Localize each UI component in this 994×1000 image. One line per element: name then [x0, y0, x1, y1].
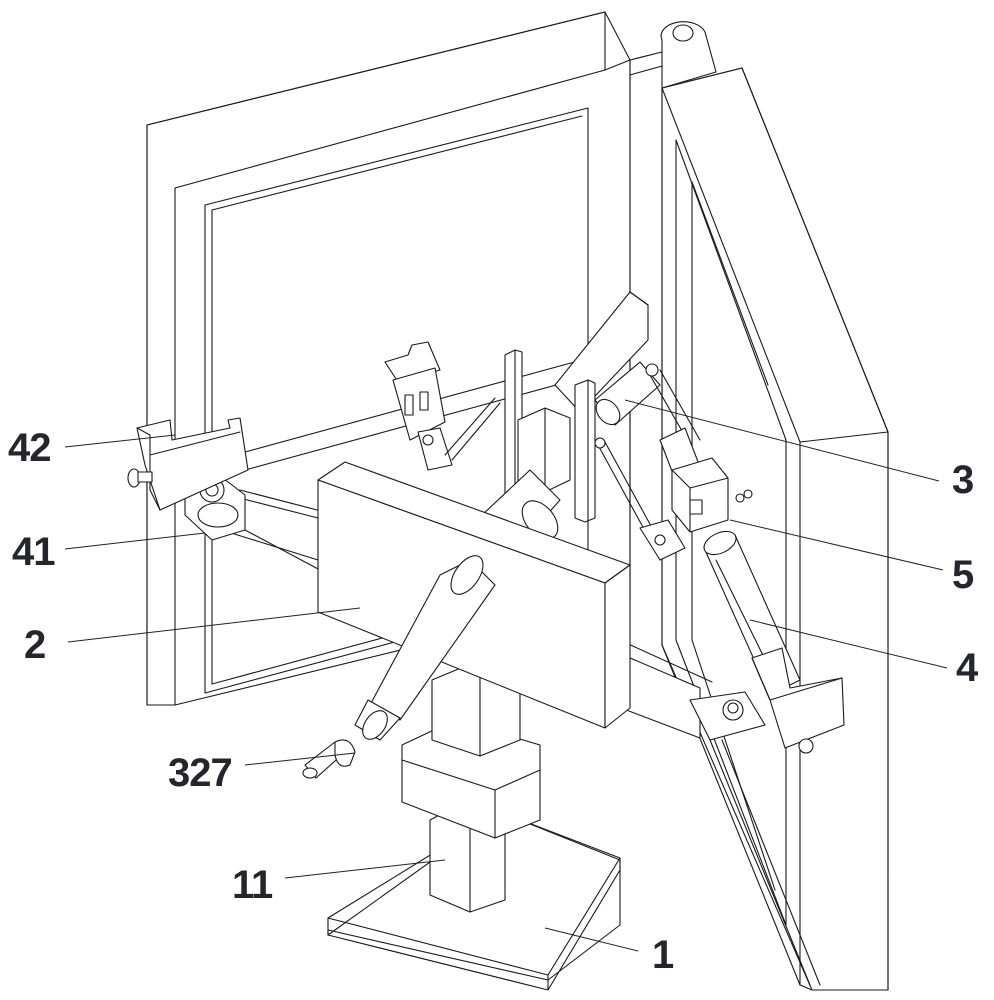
column-and-base — [327, 659, 621, 991]
leader-2 — [67, 607, 361, 643]
label-4: 4 — [956, 646, 978, 690]
leader-3 — [624, 399, 940, 482]
left-frame-clamp — [127, 417, 249, 511]
leader-327 — [244, 752, 356, 766]
label-42: 42 — [8, 426, 51, 470]
handle-tube — [302, 555, 496, 779]
label-41: 41 — [12, 530, 55, 574]
label-1: 1 — [652, 933, 674, 977]
clamp-block — [671, 457, 753, 533]
label-11: 11 — [232, 863, 273, 907]
label-327: 327 — [168, 751, 233, 795]
leader-5 — [729, 519, 944, 571]
leader-lines — [64, 399, 948, 952]
leader-1 — [544, 927, 639, 952]
linkage-mechanism — [384, 291, 706, 561]
leader-11 — [284, 859, 446, 879]
label-2: 2 — [24, 623, 46, 667]
label-5: 5 — [952, 553, 974, 597]
label-3: 3 — [952, 458, 974, 502]
leader-42 — [64, 434, 176, 448]
leader-4 — [749, 619, 948, 669]
leader-41 — [64, 532, 206, 550]
right-window-frame — [629, 21, 889, 991]
